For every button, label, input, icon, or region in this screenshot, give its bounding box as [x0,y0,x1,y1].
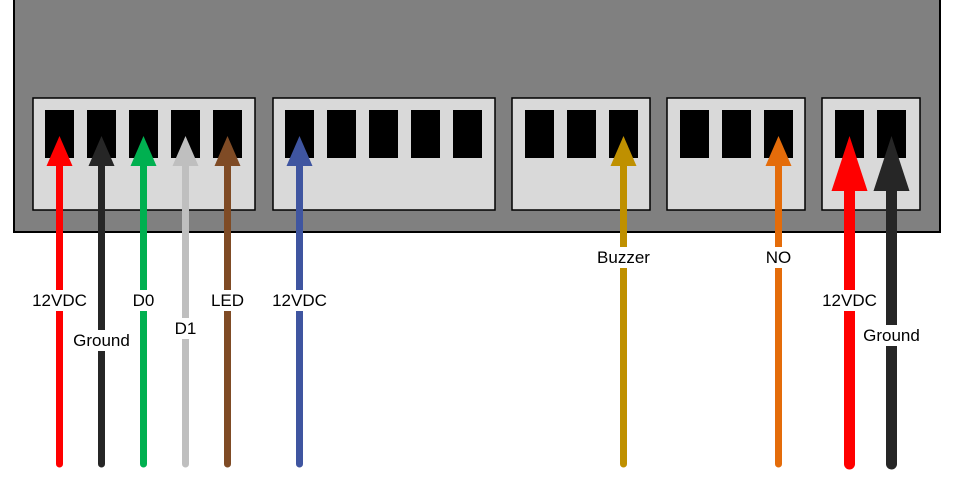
terminal-slot [525,110,554,158]
terminal-slot [411,110,440,158]
terminal-slot [722,110,751,158]
wire-label-background [820,290,879,311]
terminal-slot [453,110,482,158]
arrow-head-icon [610,136,637,166]
wire-3: D1 [172,136,199,468]
wire-label: D0 [133,291,155,310]
wire-label-background [30,290,89,311]
wire-label-background [71,330,132,351]
wire-5: 12VDC [270,136,329,468]
wire-8: 12VDC [820,136,879,470]
wire-6: Buzzer [595,136,653,468]
wire-2: D0 [130,136,157,468]
arrow-head-icon [88,136,115,166]
wire-9: Ground [861,136,922,470]
wire-label-background [861,325,922,346]
arrow-head-icon [286,136,313,166]
wire-1: Ground [71,136,132,468]
wire-label: NO [766,248,792,267]
arrow-head-icon [172,136,199,166]
wire-label: 12VDC [32,291,87,310]
wire-label-background [130,290,157,311]
wire-label: LED [211,291,244,310]
terminal-blocks [32,97,921,211]
wire-label: D1 [175,319,197,338]
terminal-slot [567,110,596,158]
arrow-head-icon [214,136,241,166]
arrow-head-icon [46,136,73,166]
terminal-slot [369,110,398,158]
wire-7: NO [763,136,794,468]
wire-label: Ground [73,331,130,350]
wire-label-background [172,318,199,339]
wire-label-background [763,247,794,268]
wire-label-background [595,247,653,268]
wire-label-background [208,290,247,311]
arrow-head-icon [831,136,868,191]
arrow-head-icon [765,136,792,166]
wire-label: Buzzer [597,248,650,267]
terminal-slot [680,110,709,158]
wire-label: 12VDC [822,291,877,310]
arrow-head-icon [873,136,910,191]
wire-label: 12VDC [272,291,327,310]
terminal-slot [327,110,356,158]
wire-label: Ground [863,326,920,345]
wire-4: LED [208,136,247,468]
arrow-head-icon [130,136,157,166]
wire-0: 12VDC [30,136,89,468]
wire-label-background [270,290,329,311]
